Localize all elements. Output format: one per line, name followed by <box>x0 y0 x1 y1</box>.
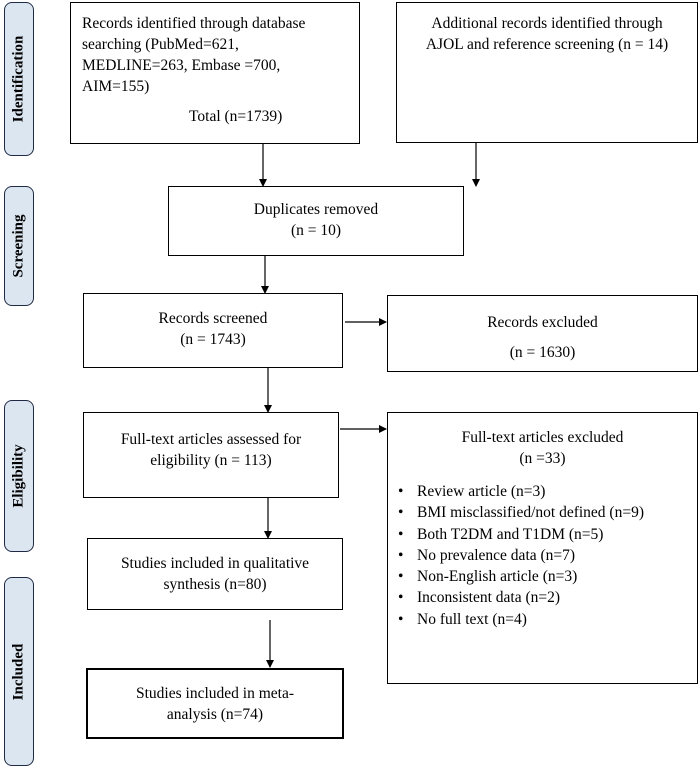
exclusion-reason: No full text (n=4) <box>388 609 697 631</box>
duplicates-removed-box: Duplicates removed (n = 10) <box>168 186 464 256</box>
exclusion-reason: Both T2DM and T1DM (n=5) <box>388 524 697 546</box>
database-search-line: AIM=155) <box>82 78 150 95</box>
stage-screening: Screening <box>4 186 34 306</box>
fulltext-excluded-count: (n =33) <box>519 450 566 467</box>
records-screened-count: (n = 1743) <box>180 331 246 348</box>
exclusion-reason: No prevalence data (n=7) <box>388 545 697 567</box>
stage-included: Included <box>4 577 34 766</box>
records-excluded-label: Records excluded <box>487 314 598 331</box>
records-screened-label: Records screened <box>158 310 268 327</box>
records-excluded-count: (n = 1630) <box>509 344 576 361</box>
database-search-total: Total (n=1739) <box>189 108 283 125</box>
database-search-line: Records identified through database <box>82 15 306 32</box>
exclusion-reason: Non-English article (n=3) <box>388 566 697 588</box>
qualitative-synthesis-box: Studies included in qualitative synthesi… <box>87 538 343 610</box>
exclusion-reason: Review article (n=3) <box>388 481 697 503</box>
fulltext-excluded-label: Full-text articles excluded <box>461 429 624 446</box>
duplicates-removed-count: (n = 10) <box>290 222 342 239</box>
additional-records-box: Additional records identified through AJ… <box>396 2 698 143</box>
database-search-line: MEDLINE=263, Embase =700, <box>82 57 281 74</box>
records-screened-box: Records screened (n = 1743) <box>83 293 343 368</box>
meta-analysis-label: Studies included in meta- <box>136 685 294 702</box>
meta-analysis-count: analysis (n=74) <box>166 706 264 723</box>
qualitative-synthesis-count: synthesis (n=80) <box>163 576 267 593</box>
exclusion-reason: Inconsistent data (n=2) <box>388 587 697 609</box>
exclusion-reasons-list: Review article (n=3) BMI misclassified/n… <box>388 481 697 630</box>
records-excluded-box: Records excluded (n = 1630) <box>387 295 698 372</box>
fulltext-assessed-count: eligibility (n = 113) <box>150 452 272 469</box>
stage-eligibility: Eligibility <box>4 400 34 552</box>
duplicates-removed-label: Duplicates removed <box>253 201 379 218</box>
fulltext-assessed-box: Full-text articles assessed for eligibil… <box>83 412 339 498</box>
database-search-box: Records identified through database sear… <box>70 2 360 144</box>
fulltext-excluded-box: Full-text articles excluded (n =33) Revi… <box>387 412 698 684</box>
fulltext-assessed-label: Full-text articles assessed for <box>120 431 302 448</box>
meta-analysis-box: Studies included in meta- analysis (n=74… <box>86 668 344 739</box>
additional-records-line: AJOL and reference screening (n = 14) <box>425 36 669 53</box>
exclusion-reason: BMI misclassified/not defined (n=9) <box>388 502 697 524</box>
qualitative-synthesis-label: Studies included in qualitative <box>120 555 310 572</box>
database-search-line: searching (PubMed=621, <box>82 36 239 53</box>
additional-records-line: Additional records identified through <box>431 15 663 32</box>
stage-identification: Identification <box>4 2 34 156</box>
